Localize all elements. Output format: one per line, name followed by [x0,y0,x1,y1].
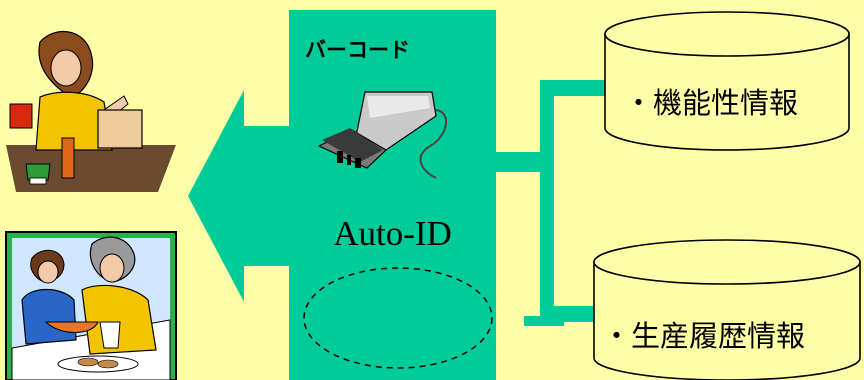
auto-id-label: Auto-ID [333,214,452,253]
barcode-panel [289,10,496,380]
database-connector [496,80,605,326]
barcode-title: バーコード [305,38,410,62]
dashed-placeholder-ellipse [303,267,493,369]
database-label-production-history: ・生産履歴情報 [602,319,806,353]
left-arrow [188,90,300,302]
database-cylinder-production-history [593,239,861,380]
database-label-functional-info: ・機能性情報 [624,86,799,120]
barcode-scanner-icon [317,91,447,179]
database-cylinder-functional-info [604,11,850,151]
shopping-woman-icon [6,30,176,192]
cooking-family-icon [5,231,177,380]
